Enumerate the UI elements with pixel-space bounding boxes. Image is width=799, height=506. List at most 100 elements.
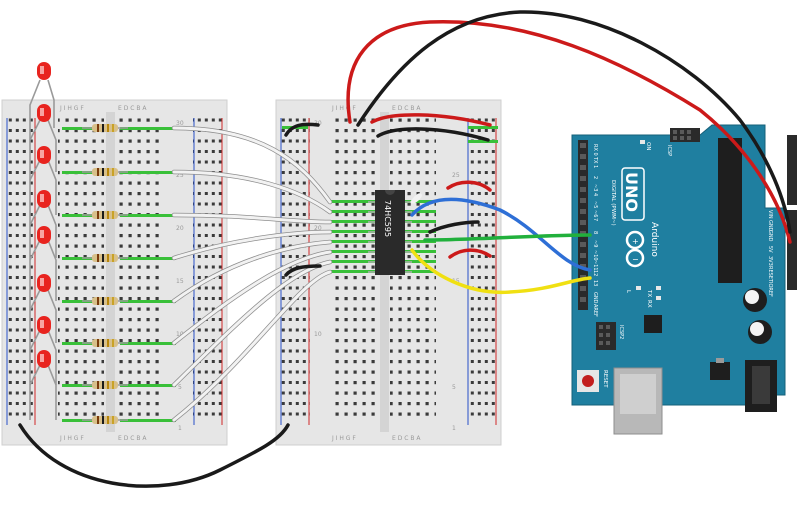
led-7 bbox=[37, 316, 51, 334]
pin-label: GND bbox=[592, 292, 598, 304]
analog-header bbox=[787, 135, 797, 205]
svg-text:J I H G F: J I H G F bbox=[59, 105, 84, 112]
short-jumpers bbox=[284, 113, 492, 277]
pin-label: GND bbox=[767, 220, 773, 232]
wire-yellow-clock bbox=[410, 248, 592, 295]
svg-text:1: 1 bbox=[178, 425, 182, 432]
power-header bbox=[787, 210, 797, 290]
terminal-strip-fghij bbox=[58, 118, 104, 423]
pin-label: ~10 bbox=[592, 250, 598, 261]
wire-white-q2 bbox=[172, 170, 332, 214]
wire-white-q4 bbox=[172, 230, 332, 260]
svg-text:J I H G F: J I H G F bbox=[331, 435, 356, 442]
pin-label: TX 1 bbox=[592, 156, 598, 168]
pin-label: 13 bbox=[592, 280, 598, 286]
resistor-3 bbox=[92, 211, 118, 219]
pin-label: IOREF bbox=[767, 282, 773, 297]
atmega-chip bbox=[718, 138, 742, 283]
pin-label: ~9 bbox=[592, 240, 598, 247]
pin-label: A2 bbox=[767, 172, 773, 179]
svg-text:20: 20 bbox=[176, 225, 184, 232]
svg-text:E D C B A: E D C B A bbox=[118, 105, 147, 112]
analog-label: ANALOG IN bbox=[778, 137, 784, 165]
wire-white-q6 bbox=[172, 250, 332, 345]
led-5 bbox=[37, 226, 51, 244]
pin-label: 7 bbox=[592, 218, 598, 221]
wire-green-latch bbox=[423, 233, 592, 242]
wire-black-gnd bbox=[356, 10, 792, 234]
center-channel bbox=[106, 112, 115, 432]
wire-black-gnd-bridge bbox=[18, 423, 290, 488]
led-8 bbox=[37, 350, 51, 368]
pin-label: 3V3 bbox=[767, 256, 773, 266]
pin-label: RX 0 bbox=[592, 144, 598, 156]
board-brand: UNO bbox=[622, 172, 641, 212]
on-label: ON bbox=[645, 142, 651, 150]
arduino-logo: + − bbox=[625, 230, 645, 268]
resistors bbox=[82, 124, 128, 424]
resistor-8 bbox=[92, 416, 118, 424]
svg-text:1: 1 bbox=[452, 425, 456, 432]
resistor-7 bbox=[92, 381, 118, 389]
led-1 bbox=[37, 62, 51, 80]
wire-black-jumper bbox=[284, 264, 322, 277]
wire-red-5v bbox=[346, 20, 792, 244]
pin-label: A1 bbox=[767, 182, 773, 189]
icsp-label: ICSP bbox=[666, 145, 672, 156]
svg-text:10: 10 bbox=[314, 331, 322, 338]
led-4 bbox=[37, 190, 51, 208]
resistor-1 bbox=[92, 124, 118, 132]
pin-label: VIN bbox=[767, 210, 773, 219]
wire-white-q3 bbox=[172, 213, 332, 224]
svg-text:25: 25 bbox=[176, 172, 184, 179]
reset-button[interactable] bbox=[577, 370, 599, 392]
pin-label: 8 bbox=[592, 231, 598, 234]
power-rail-right bbox=[467, 118, 497, 423]
wire-red-jumper bbox=[446, 180, 492, 192]
digital-pin-labels: RX 0 TX 1 2 ~3 4 ~5 ~6 7 8 ~9 ~10 ~11 12… bbox=[592, 144, 598, 317]
pin-label: 12 bbox=[592, 270, 598, 276]
resistor-4 bbox=[92, 254, 118, 262]
pin-label: 4 bbox=[592, 193, 598, 196]
pin-label: ~11 bbox=[592, 260, 598, 271]
pin-label: ~5 bbox=[592, 201, 598, 208]
rx-label: RX bbox=[646, 300, 652, 308]
pin-label: RESET bbox=[767, 266, 773, 283]
svg-text:20: 20 bbox=[314, 225, 322, 232]
pin-label: A5 bbox=[767, 142, 773, 149]
usb-chip bbox=[644, 315, 662, 333]
svg-text:+: + bbox=[632, 237, 639, 246]
shift-register-chip: 74HC595 bbox=[368, 190, 412, 275]
wire-blue-data bbox=[410, 197, 592, 272]
svg-text:10: 10 bbox=[176, 331, 184, 338]
icsp2-label: ICSP2 bbox=[618, 325, 624, 339]
svg-text:15: 15 bbox=[176, 278, 184, 285]
power-wires bbox=[18, 10, 792, 488]
resistor-6 bbox=[92, 339, 118, 347]
power-rail-left bbox=[6, 118, 36, 423]
svg-text:5: 5 bbox=[178, 384, 182, 391]
terminal-strip-abcde bbox=[116, 118, 162, 423]
svg-text:30: 30 bbox=[176, 120, 184, 127]
svg-text:25: 25 bbox=[452, 172, 460, 179]
led-column bbox=[29, 62, 57, 420]
svg-text:E D C B A: E D C B A bbox=[392, 105, 421, 112]
led-2 bbox=[37, 104, 51, 122]
wire-black-jumper bbox=[284, 122, 320, 137]
pin-label: GND bbox=[767, 230, 773, 242]
svg-text:J I H G F: J I H G F bbox=[331, 105, 356, 112]
led-6 bbox=[37, 274, 51, 292]
svg-text:E D C B A: E D C B A bbox=[392, 435, 421, 442]
tx-label: TX bbox=[646, 289, 652, 297]
pin-label: A4 bbox=[767, 152, 773, 159]
icsp-header bbox=[670, 128, 700, 142]
wire-black-jumper bbox=[376, 127, 490, 142]
pin-label: ~3 bbox=[592, 184, 598, 191]
pin-label: 2 bbox=[592, 176, 598, 179]
reset-label: RESET bbox=[602, 370, 608, 388]
pin-label: AREF bbox=[592, 304, 598, 317]
voltage-regulator bbox=[710, 362, 730, 380]
breadboard-left: J I H G F E D C B A J I H G F E D C B A … bbox=[1, 99, 228, 446]
wire-white-q0 bbox=[172, 270, 332, 422]
resistor-5 bbox=[92, 297, 118, 305]
